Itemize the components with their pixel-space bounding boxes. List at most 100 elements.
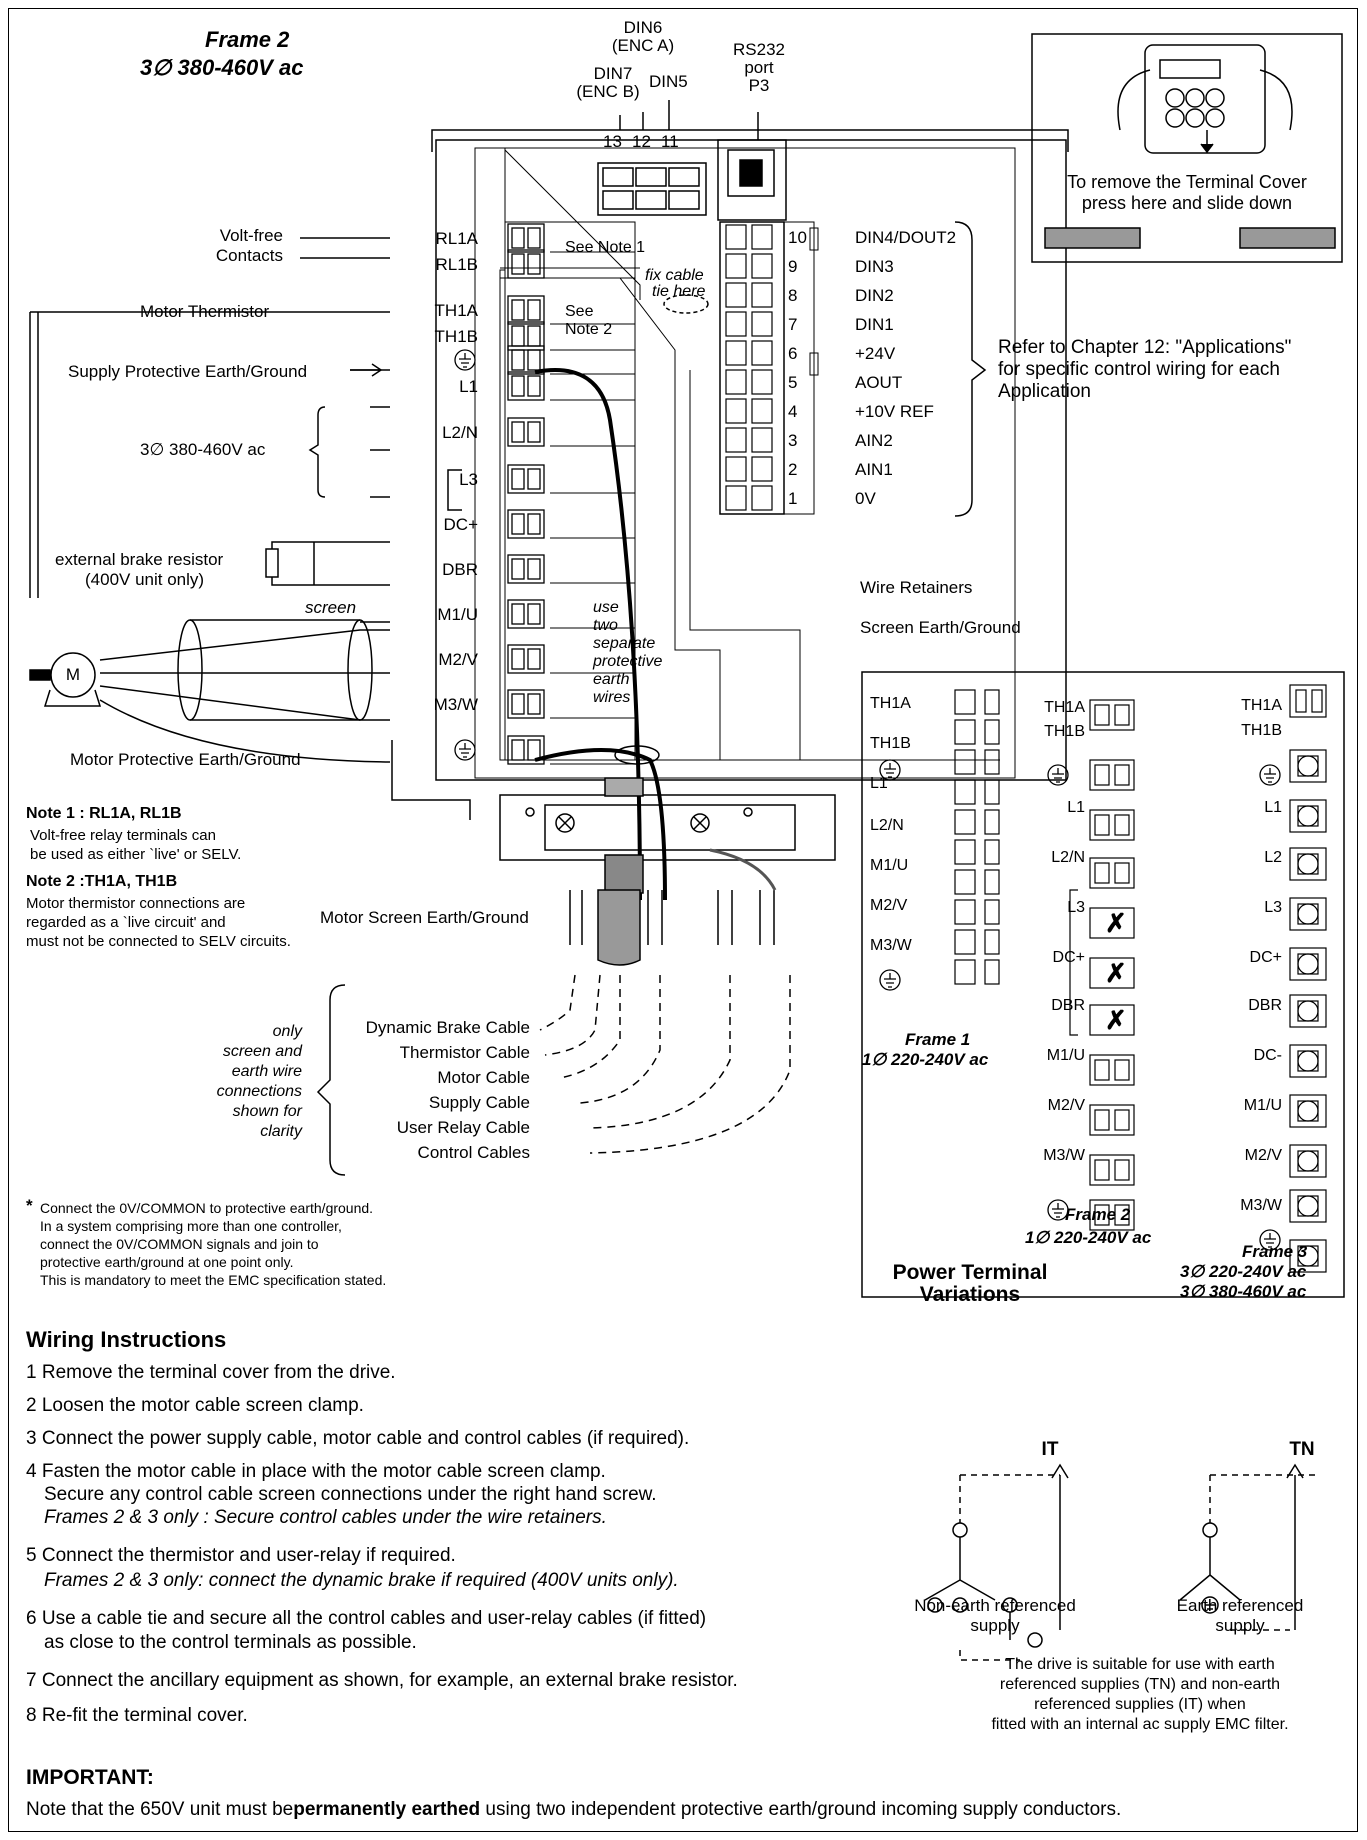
var-frame2-x: ✗ [1105,908,1127,938]
rs232-label: RS232 [733,40,785,59]
var-frame3-label: DC- [1254,1047,1282,1064]
power-terminal-cell [507,249,545,279]
var-frame3-label: DBR [1248,997,1282,1014]
var-frame2-label: TH1B [1044,723,1085,740]
wires-note: wires [593,689,631,706]
brake-resistor-label: external brake resistor [55,550,224,569]
var-frame3-label: M1/U [1244,1097,1282,1114]
var-frame3-earth [1259,764,1281,786]
earth-symbol [454,739,476,761]
var-frame1-cell [954,689,1000,715]
var-frame2-cell [1089,1104,1135,1136]
important-pre: Note that the 650V unit must be [26,1799,294,1820]
control-terminal-label: DIN1 [855,315,894,334]
cable-motor: Motor Cable [437,1068,530,1087]
var-frame2-label: TH1A [1044,699,1085,716]
note2-title: Note 2 :TH1A, TH1B [26,873,178,890]
var-frame2-label: M3/W [1043,1147,1086,1164]
supply-desc-4: fitted with an internal ac supply EMC fi… [991,1716,1289,1733]
refer-line-2: for specific control wiring for each [998,359,1280,380]
var-title-1: Power Terminal [892,1261,1048,1284]
wire-retainers-label: Wire Retainers [860,578,973,597]
wiring-step-1: 1 Remove the terminal cover from the dri… [26,1362,396,1383]
ov-line-3: connect the 0V/COMMON signals and join t… [40,1236,319,1252]
var-frame2-label: DC+ [1053,949,1085,966]
power-terminal-label-m3w: M3/W [434,695,478,714]
note2-line2: regarded as a `live circuit' and [26,914,226,931]
it-label: IT [1041,1439,1059,1460]
supply-desc-1: The drive is suitable for use with earth [1005,1656,1275,1673]
var-frame3-label: DC+ [1250,949,1282,966]
power-terminal-label-m2v: M2/V [438,650,478,669]
power-terminal-label-l1: L1 [459,377,478,396]
var-frame1-title: Frame 1 [905,1030,971,1049]
var-bracket [1069,889,1078,1036]
var-frame2-earth [1047,1199,1069,1221]
supply-desc-2: referenced supplies (TN) and non-earth [999,1676,1281,1693]
control-terminal-number: 2 [788,460,797,479]
it-caption-1: Non-earth referenced [914,1596,1076,1615]
cable-supply: Supply Cable [428,1093,530,1112]
cables-note-2: screen and [222,1043,302,1060]
control-terminal-number: 1 [788,489,797,508]
pin-13: 13 [603,132,622,151]
wiring-title: Wiring Instructions [26,1327,227,1352]
cables-note-4: connections [216,1083,302,1100]
enc-a-label: (ENC A) [611,36,675,55]
control-terminal-number: 3 [788,431,797,450]
port-label: port [744,58,774,77]
var-frame1-voltage: 1∅ 220-240V ac [862,1050,989,1069]
var-frame2-cell [1089,1154,1135,1186]
p3-label: P3 [748,76,770,95]
var-frame2-cell [1089,1054,1135,1086]
din5-label: DIN5 [649,72,688,91]
wiring-step-2: 2 Loosen the motor cable screen clamp. [26,1395,364,1416]
refer-line-1: Refer to Chapter 12: "Applications" [998,337,1292,358]
frame-voltage: 3∅ 380-460V ac [140,55,304,80]
motor-pe-label: Motor Protective Earth/Ground [70,750,301,769]
var-frame1-label: M1/U [870,857,908,874]
var-frame1-cell [954,719,1000,745]
cable-thermistor: Thermistor Cable [399,1043,530,1062]
var-frame1-cell [954,869,1000,895]
control-terminal-cell [725,398,773,424]
wiring-step-7: 7 Connect the ancillary equipment as sho… [26,1670,738,1691]
note1-title: Note 1 : RL1A, RL1B [26,805,182,822]
control-terminal-number: 5 [788,373,797,392]
control-terminal-cell [725,369,773,395]
supply-desc-3: referenced supplies (IT) when [1034,1696,1246,1713]
brake-resistor-note: (400V unit only) [85,570,205,589]
page-border [8,8,1358,1832]
control-terminal-label: +10V REF [855,402,934,421]
var-frame3-label: TH1A [1241,697,1282,714]
din6-label: DIN6 [623,18,663,37]
var-frame1-cell [954,899,1000,925]
var-frame2-label: L2/N [1051,849,1085,866]
power-terminal-cell [507,509,545,539]
earth-terminal-cell [507,735,545,765]
pin-11: 11 [661,132,679,151]
var-frame2-cell [1089,957,1135,989]
frame-title: Frame 2 [205,27,290,52]
cover-instruction-1: To remove the Terminal Cover [1067,172,1307,192]
var-frame3-cell [1289,1239,1327,1273]
it-caption-2: supply [970,1616,1020,1635]
tn-caption-2: supply [1215,1616,1265,1635]
control-terminal-label: DIN2 [855,286,894,305]
var-frame1-cell [954,959,1000,985]
var-frame2-cell [1089,1199,1135,1231]
power-terminal-cell [507,223,545,253]
ov-star: * [26,1196,33,1215]
cables-note-6: clarity [260,1123,302,1140]
var-frame1-label: L1 [870,775,888,792]
var-frame3-cell [1289,947,1327,981]
power-terminal-label-rl1a: RL1A [435,229,478,248]
power-terminal-cell [507,599,545,629]
tn-label: TN [1289,1439,1315,1460]
note2-line1: Motor thermistor connections are [26,895,246,912]
control-terminal-cell [725,224,773,250]
cable-dynamic-brake: Dynamic Brake Cable [365,1018,530,1037]
power-terminal-label-th1a: TH1A [435,301,479,320]
var-frame2-cell [1089,1004,1135,1036]
